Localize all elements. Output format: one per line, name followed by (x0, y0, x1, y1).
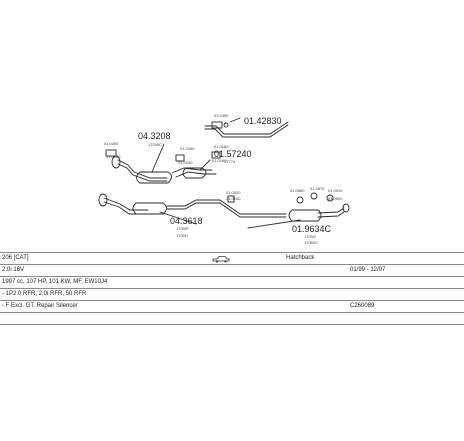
production-years: 01/99 - 12/07 (350, 267, 386, 273)
table-rule (0, 276, 464, 277)
body-type: Hatchback (286, 255, 315, 261)
ref-label-small: 01.0500 (328, 196, 343, 201)
engine-codes: - 1P2.0 RFR, 2.0i RFR, 50 RFR (2, 291, 87, 297)
table-rule (0, 312, 464, 313)
ref-label-small: 01.0160 (226, 196, 241, 201)
table-rule (0, 324, 464, 325)
part-code-04-3208: 04.3208 (138, 131, 171, 141)
ref-label: 17095C (148, 142, 162, 147)
table-rule (0, 288, 464, 289)
ref-label-small: 01.0160 (212, 158, 227, 163)
table-rule (0, 300, 464, 301)
part-code-01-9634c: 01.9634C (292, 224, 332, 234)
ref-label: 01.0160 (214, 144, 229, 149)
part-code-01-42830: 01.42830 (244, 116, 282, 126)
ref-label-small: 01.0260 (106, 154, 121, 159)
ref-label: 01.0880 (290, 188, 305, 193)
ref-label: 01.0910 (328, 188, 343, 193)
ref-label: 01.0870 (310, 186, 325, 191)
ref-label: 01.0160 (180, 146, 195, 151)
catalog-number: C260089 (350, 303, 375, 309)
table-rule (0, 264, 464, 265)
ref-label: 1705/P (176, 226, 189, 231)
ref-label: 1705H (176, 233, 188, 238)
fitment-note: - F Excl. GT. Repair Silencer (2, 303, 78, 309)
ref-label: 01.0260 (104, 141, 119, 146)
ref-label: 17774 (224, 159, 236, 164)
engine: 2.0i 16V (2, 267, 25, 273)
ref-label: 03.0350 (214, 113, 229, 118)
ref-label: 01.0500 (226, 190, 241, 195)
ref-label: 1709/2 (304, 234, 317, 239)
car-icon (212, 256, 230, 263)
part-code-01-57240: 01.57240 (214, 149, 252, 159)
part-code-04-3618: 04.3618 (170, 216, 203, 226)
table-rule (0, 252, 464, 253)
engine-specs: 1997 cc, 107 HP, 101 KW, MF, EW10J4 (2, 279, 108, 285)
ref-label: 17083C (304, 240, 318, 245)
model-name: 206 [CAT] (2, 255, 29, 261)
ref-label-small: 01.0160 (178, 160, 193, 165)
